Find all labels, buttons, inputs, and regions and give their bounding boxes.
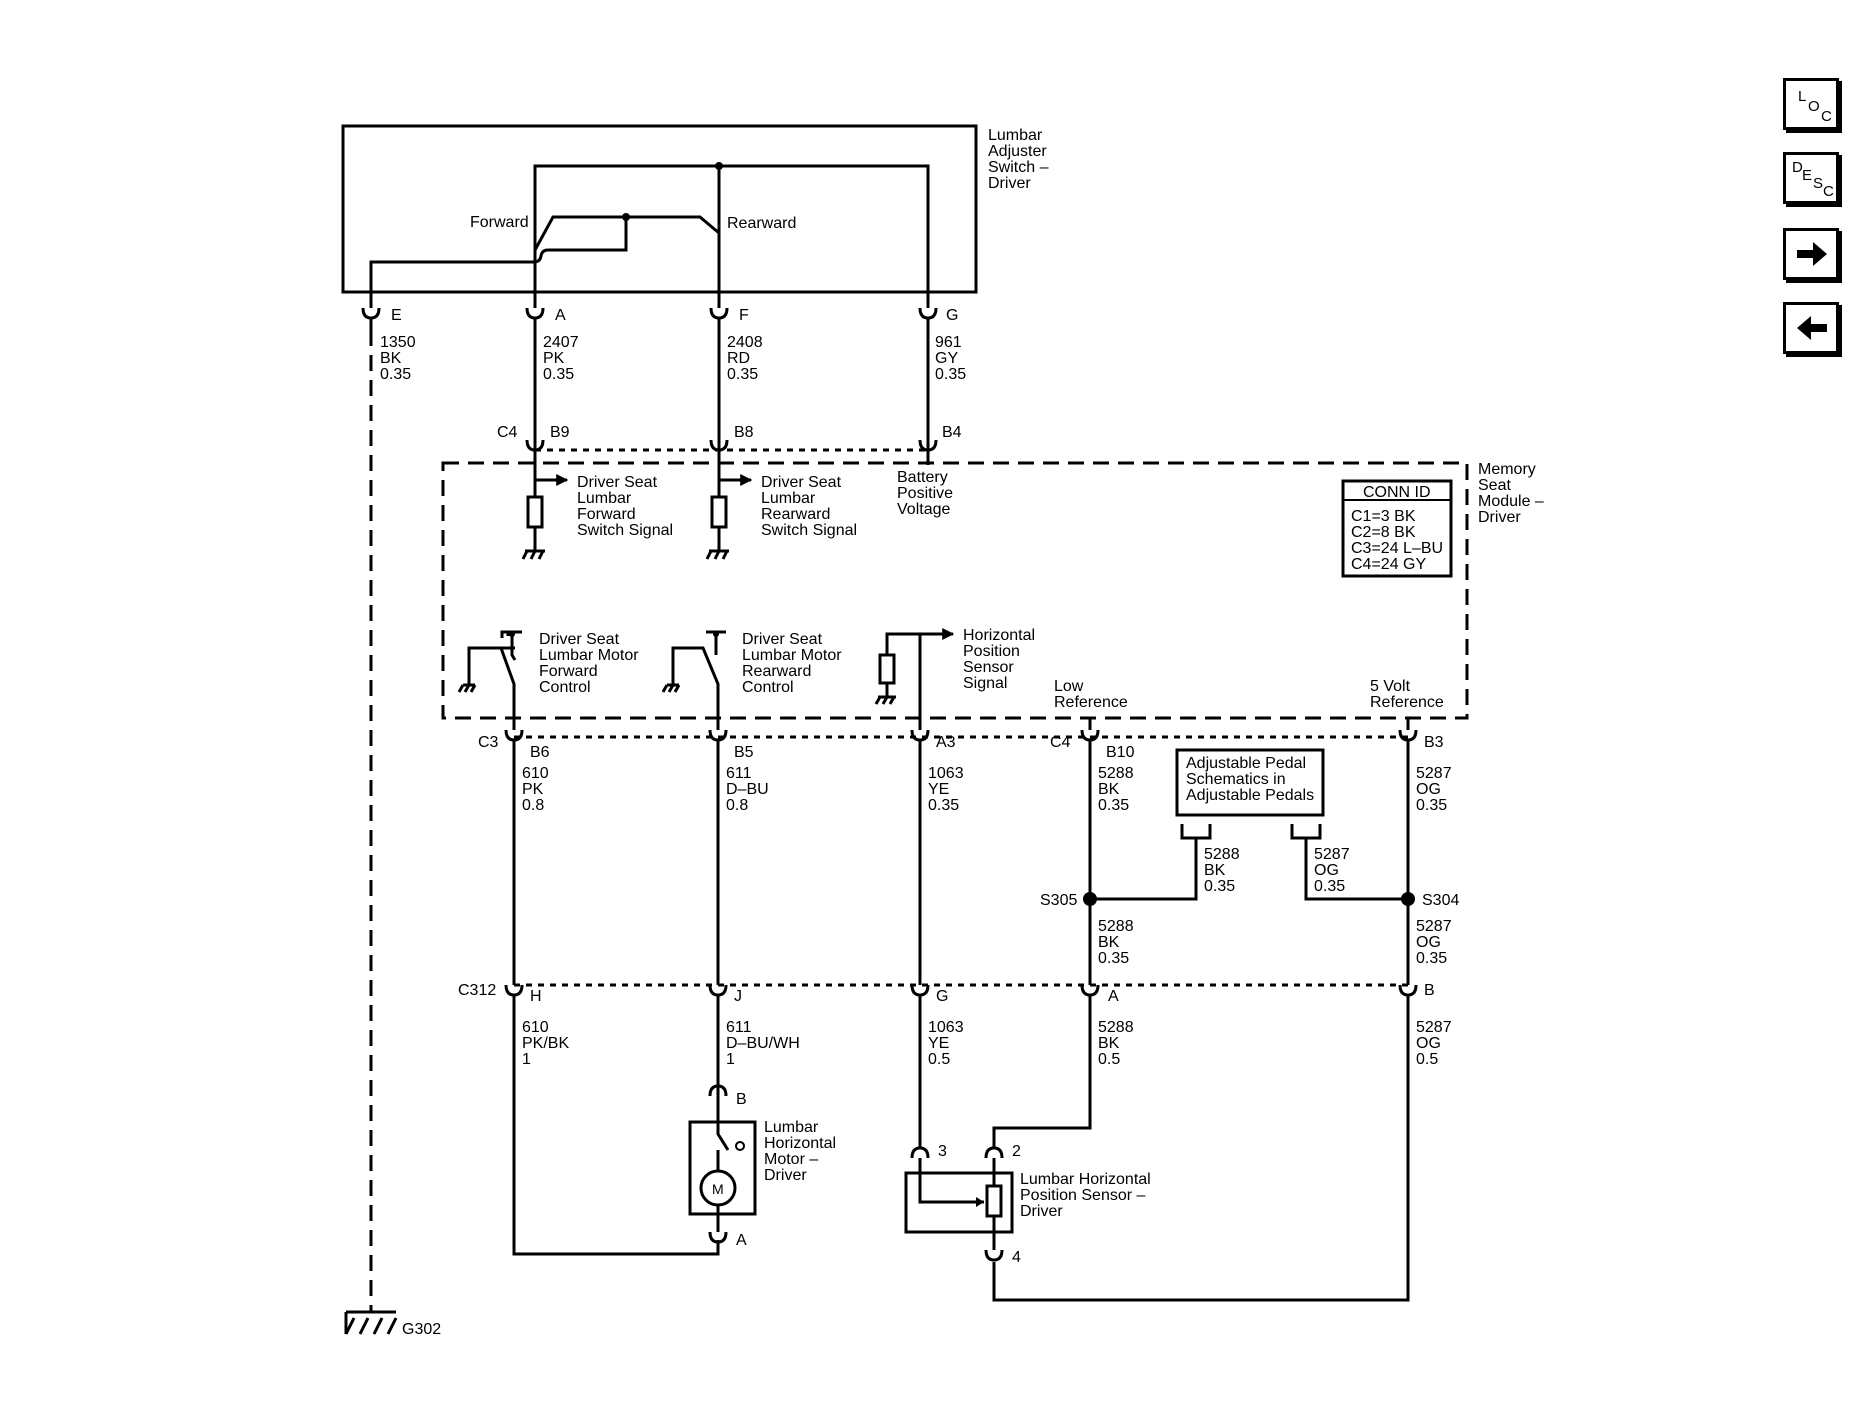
inline-connector-c312: C312 H J G A B xyxy=(458,982,1435,1005)
svg-text:G: G xyxy=(936,988,948,1005)
adjustable-pedal-reference-box: Adjustable Pedal Schematics in Adjustabl… xyxy=(1040,748,1459,967)
svg-text:2407 PK 0.35: 2407 PK 0.35 xyxy=(543,334,583,383)
battery-label: Battery Positive Voltage xyxy=(897,469,957,518)
svg-text:B5: B5 xyxy=(734,744,754,761)
svg-text:3: 3 xyxy=(938,1143,947,1160)
splice-s305 xyxy=(1083,892,1097,906)
switch-pin-e: E xyxy=(391,307,402,324)
switch-wire-labels: 1350 BK 0.35 2407 PK 0.35 2408 RD 0.35 9… xyxy=(380,334,966,383)
memory-seat-module: Memory Seat Module – Driver CONN ID C1=3… xyxy=(441,424,1548,720)
svg-text:S304: S304 xyxy=(1422,892,1459,909)
rwd-switch-signal-label: Driver Seat Lumbar Rearward Switch Signa… xyxy=(761,474,857,539)
svg-text:J: J xyxy=(734,988,742,1005)
svg-text:C312: C312 xyxy=(458,982,496,999)
loc-button[interactable]: L O C xyxy=(1783,78,1839,130)
module-top-connector: C4 xyxy=(497,424,518,441)
splice-s304 xyxy=(1401,892,1415,906)
motor-title: Lumbar Horizontal Motor – Driver xyxy=(764,1119,840,1184)
svg-text:2408 RD 0.35: 2408 RD 0.35 xyxy=(727,334,767,383)
svg-text:A: A xyxy=(736,1232,747,1249)
svg-text:A: A xyxy=(1108,988,1119,1005)
motor-symbol: M xyxy=(712,1181,724,1197)
svg-text:C1=3 BK C2=8 BK: C1=3 BK C2=8 BK C3=24 L–BU C4=24 GY xyxy=(1351,508,1448,573)
switch-pin-a: A xyxy=(555,307,566,324)
lumbar-position-sensor: 3 2 4 Lumbar Horizontal Position Sensor … xyxy=(904,1143,1155,1266)
svg-text:C4: C4 xyxy=(1050,734,1071,751)
svg-text:1350 BK 0.35: 1350 BK 0.35 xyxy=(380,334,420,383)
svg-text:CONN ID: CONN ID xyxy=(1363,484,1431,501)
switch-pin-g: G xyxy=(946,307,958,324)
switch-pins: E A F G xyxy=(361,307,958,330)
svg-text:B3: B3 xyxy=(1424,734,1444,751)
svg-text:A3: A3 xyxy=(936,734,956,751)
svg-text:2: 2 xyxy=(1012,1143,1021,1160)
sensor-title: Lumbar Horizontal Position Sensor – Driv… xyxy=(1020,1171,1155,1220)
lumbar-adjuster-switch: Lumbar Adjuster Switch – Driver Forward … xyxy=(341,124,1053,308)
rwd-control-label: Driver Seat Lumbar Motor Rearward Contro… xyxy=(742,631,846,696)
next-button[interactable] xyxy=(1783,228,1839,280)
switch-pin-f: F xyxy=(739,307,749,324)
lumbar-motor: B M A Lumbar Horizontal Motor – Driver xyxy=(688,1084,840,1249)
ground-g302: G302 xyxy=(344,1305,441,1338)
five-volt-reference-label: 5 Volt Reference xyxy=(1370,678,1444,711)
module-title: Memory Seat Module – Driver xyxy=(1478,461,1548,526)
svg-text:B6: B6 xyxy=(530,744,550,761)
desc-button[interactable]: D E S C xyxy=(1783,152,1839,204)
pin-b4: B4 xyxy=(942,424,962,441)
fwd-switch-signal-label: Driver Seat Lumbar Forward Switch Signal xyxy=(577,474,673,539)
arrow-right-icon xyxy=(1797,242,1827,266)
pin-b8: B8 xyxy=(734,424,754,441)
svg-text:G302: G302 xyxy=(402,1321,441,1338)
arrow-left-icon xyxy=(1797,316,1827,340)
svg-text:4: 4 xyxy=(1012,1249,1021,1266)
forward-label: Forward xyxy=(470,214,529,231)
svg-text:H: H xyxy=(530,988,542,1005)
svg-text:B: B xyxy=(1424,982,1435,999)
svg-text:S305: S305 xyxy=(1040,892,1077,909)
back-button[interactable] xyxy=(1783,302,1839,354)
rearward-label: Rearward xyxy=(727,215,796,232)
position-signal-label: Horizontal Position Sensor Signal xyxy=(963,627,1039,692)
pin-b9: B9 xyxy=(550,424,570,441)
svg-text:Adjustable Pedal Schemat: Adjustable Pedal Schematics in Adjustabl… xyxy=(1186,755,1314,804)
svg-text:B10: B10 xyxy=(1106,744,1135,761)
fwd-control-label: Driver Seat Lumbar Motor Forward Control xyxy=(539,631,643,696)
svg-text:C3: C3 xyxy=(478,734,499,751)
conn-id-table: CONN ID C1=3 BK C2=8 BK C3=24 L–BU C4=24… xyxy=(1341,479,1453,578)
low-reference-label: Low Reference xyxy=(1054,678,1128,711)
svg-text:B: B xyxy=(736,1091,747,1108)
svg-text:961 GY 0.35: 961 GY 0.35 xyxy=(935,334,966,383)
switch-title: Lumbar Adjuster Switch – Driver xyxy=(988,127,1053,192)
